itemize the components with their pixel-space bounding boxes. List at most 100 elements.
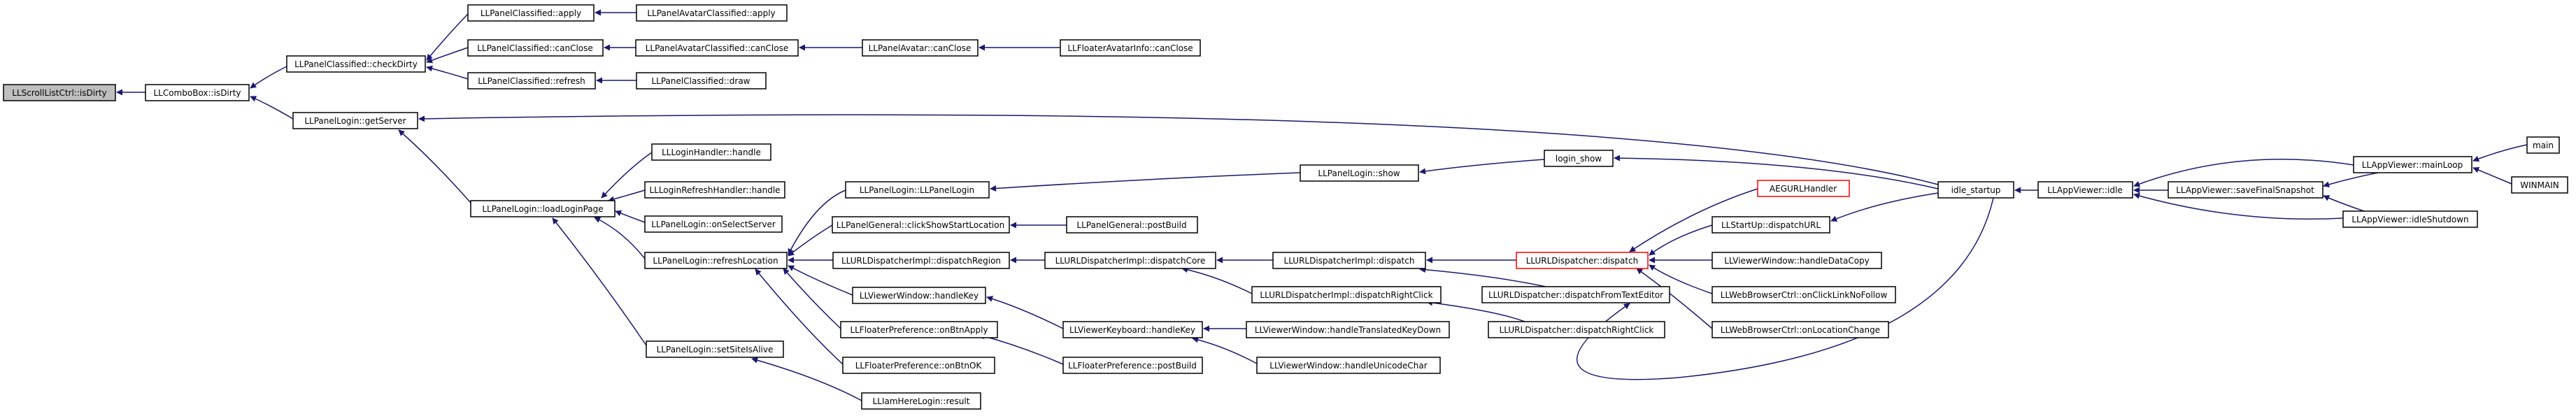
call-edge — [2323, 195, 2365, 212]
node-llappviewer-savefinalsnapshot[interactable]: LLAppViewer::saveFinalSnapshot — [2168, 181, 2324, 199]
node-llpanelgeneral-postbuild[interactable]: LLPanelGeneral::postBuild — [1066, 216, 1198, 234]
svg-text:login_show: login_show — [1556, 154, 1602, 164]
svg-text:LLPanelLogin::getServer: LLPanelLogin::getServer — [304, 116, 406, 126]
node-llurldispatcherimpl-dispatch[interactable]: LLURLDispatcherImpl::dispatch — [1272, 252, 1426, 269]
node-llappviewer-idle[interactable]: LLAppViewer::idle — [2037, 181, 2133, 199]
svg-text:LLPanelClassified::canClose: LLPanelClassified::canClose — [477, 43, 593, 53]
svg-text:LLLoginHandler::handle: LLLoginHandler::handle — [662, 148, 761, 157]
node-llpanellogin-getserver[interactable]: LLPanelLogin::getServer — [292, 112, 418, 129]
node-aegurlhandler[interactable]: AEGURLHandler — [1757, 180, 1850, 197]
node-llviewerkeyboard-handlekey[interactable]: LLViewerKeyboard::handleKey — [1062, 321, 1203, 338]
svg-text:LLViewerWindow::handleDataCopy: LLViewerWindow::handleDataCopy — [1724, 256, 1870, 266]
node-lliamherelogin-result[interactable]: LLIamHereLogin::result — [861, 392, 981, 410]
node-llappviewer-idleshutdown[interactable]: LLAppViewer::idleShutdown — [2342, 210, 2478, 228]
call-edge — [751, 357, 862, 401]
svg-text:LLPanelAvatarClassified::canCl: LLPanelAvatarClassified::canClose — [646, 43, 789, 53]
node-llfloaterpreference-onbtnok[interactable]: LLFloaterPreference::onBtnOK — [842, 357, 995, 374]
svg-text:LLFloaterAvatarInfo::canClose: LLFloaterAvatarInfo::canClose — [1067, 43, 1193, 53]
node-llwebbrowserctrl-onlocationchange[interactable]: LLWebBrowserCtrl::onLocationChange — [1712, 321, 1889, 338]
node-llurldispatcherimpl-dispatchrightclick[interactable]: LLURLDispatcherImpl::dispatchRightClick — [1251, 286, 1442, 303]
node-llpanelavatar-canclose[interactable]: LLPanelAvatar::canClose — [862, 39, 979, 57]
node-llwebbrowserctrl-onclicklinknofollow[interactable]: LLWebBrowserCtrl::onClickLinkNoFollow — [1712, 286, 1896, 303]
call-edge — [1419, 159, 1545, 175]
node-llpanellogin-setsiteisalive[interactable]: LLPanelLogin::setSiteIsAlive — [646, 340, 784, 358]
node-llcombobox-isdirty[interactable]: LLComboBox::isDirty — [145, 84, 250, 101]
svg-text:LLAppViewer::saveFinalSnapshot: LLAppViewer::saveFinalSnapshot — [2176, 185, 2314, 195]
node-llstartup-dispatchurl[interactable]: LLStartUp::dispatchURL — [1712, 216, 1830, 234]
svg-text:LLPanelClassified::checkDirty: LLPanelClassified::checkDirty — [294, 59, 418, 69]
svg-text:LLWebBrowserCtrl::onLocationCh: LLWebBrowserCtrl::onLocationChange — [1721, 325, 1880, 335]
svg-text:LLURLDispatcher::dispatch: LLURLDispatcher::dispatch — [1526, 256, 1639, 266]
call-edge — [788, 224, 833, 257]
node-llfloaterpreference-onbtnapply[interactable]: LLFloaterPreference::onBtnApply — [840, 321, 998, 338]
svg-text:LLPanelLogin::LLPanelLogin: LLPanelLogin::LLPanelLogin — [860, 185, 974, 195]
svg-text:LLPanelLogin::show: LLPanelLogin::show — [1318, 168, 1400, 178]
node-llurldispatcher-dispatch[interactable]: LLURLDispatcher::dispatch — [1516, 252, 1649, 269]
call-edge — [2133, 159, 2354, 187]
svg-text:LLFloaterPreference::onBtnOK: LLFloaterPreference::onBtnOK — [855, 361, 983, 371]
node-llpanelgeneral-clickshowstartlocation[interactable]: LLPanelGeneral::clickShowStartLocation — [832, 216, 1010, 234]
node-llfloateravatarinfo-canclose[interactable]: LLFloaterAvatarInfo::canClose — [1060, 39, 1201, 57]
call-edge — [601, 152, 653, 199]
svg-text:WINMAIN: WINMAIN — [2520, 180, 2559, 190]
node-llviewerwindow-handledatacopy[interactable]: LLViewerWindow::handleDataCopy — [1712, 252, 1882, 269]
node-llviewerwindow-handlekey[interactable]: LLViewerWindow::handleKey — [852, 287, 986, 304]
svg-text:LLURLDispatcherImpl::dispatchR: LLURLDispatcherImpl::dispatchRightClick — [1260, 290, 1432, 300]
node-llpanelavatarclassified-apply[interactable]: LLPanelAvatarClassified::apply — [636, 4, 788, 22]
node-llviewerwindow-handleunicodechar[interactable]: LLViewerWindow::handleUnicodeChar — [1256, 357, 1441, 374]
node-llpanelclassified-apply[interactable]: LLPanelClassified::apply — [467, 4, 595, 22]
call-edge — [418, 114, 1939, 185]
svg-text:LLURLDispatcherImpl::dispatchR: LLURLDispatcherImpl::dispatchRegion — [841, 256, 1001, 266]
svg-text:LLWebBrowserCtrl::onClickLinkN: LLWebBrowserCtrl::onClickLinkNoFollow — [1721, 290, 1888, 300]
svg-text:LLPanelClassified::apply: LLPanelClassified::apply — [481, 8, 581, 18]
call-edge — [986, 296, 1064, 329]
call-edge — [990, 172, 1301, 192]
node-llpanelclassified-refresh[interactable]: LLPanelClassified::refresh — [467, 72, 596, 89]
call-edge — [426, 65, 469, 80]
edges-layer — [116, 9, 2528, 401]
node-llpanelclassified-canclose[interactable]: LLPanelClassified::canClose — [467, 39, 604, 57]
node-login-show[interactable]: login_show — [1544, 150, 1614, 167]
node-llpanellogin-onselectserver[interactable]: LLPanelLogin::onSelectServer — [644, 215, 783, 233]
call-edge — [615, 210, 646, 223]
node-llpanellogin-refreshlocation[interactable]: LLPanelLogin::refreshLocation — [644, 252, 788, 269]
call-edge — [1636, 268, 1713, 329]
node-llpanelclassified-draw[interactable]: LLPanelClassified::draw — [636, 72, 767, 89]
svg-text:LLAppViewer::idleShutdown: LLAppViewer::idleShutdown — [2351, 215, 2468, 224]
node-llpanellogin-llpanellogin[interactable]: LLPanelLogin::LLPanelLogin — [845, 181, 990, 199]
node-idle-startup[interactable]: idle_startup — [1937, 181, 2014, 199]
call-edge — [755, 268, 844, 365]
node-main[interactable]: main — [2526, 136, 2560, 154]
node-llfloaterpreference-postbuild[interactable]: LLFloaterPreference::postBuild — [1062, 357, 1203, 374]
svg-text:LLPanelLogin::refreshLocation: LLPanelLogin::refreshLocation — [653, 256, 778, 266]
svg-text:LLPanelLogin::setSiteIsAlive: LLPanelLogin::setSiteIsAlive — [657, 345, 774, 354]
node-llpanellogin-loadloginpage[interactable]: LLPanelLogin::loadLoginPage — [470, 200, 615, 217]
node-llscrolllistctrl-isdirty[interactable]: LLScrollListCtrl::isDirty — [3, 84, 116, 101]
node-llappviewer-mainloop[interactable]: LLAppViewer::mainLoop — [2353, 156, 2472, 173]
node-llpanelclassified-checkdirty[interactable]: LLPanelClassified::checkDirty — [286, 55, 426, 73]
node-llurldispatcherimpl-dispatchcore[interactable]: LLURLDispatcherImpl::dispatchCore — [1044, 252, 1216, 269]
node-llurldispatcherimpl-dispatchregion[interactable]: LLURLDispatcherImpl::dispatchRegion — [832, 252, 1010, 269]
call-edge — [1614, 155, 1939, 189]
node-winmain[interactable]: WINMAIN — [2511, 176, 2568, 194]
node-llpanellogin-show[interactable]: LLPanelLogin::show — [1300, 164, 1419, 182]
call-edge — [788, 265, 853, 296]
svg-text:LLViewerWindow::handleTranslat: LLViewerWindow::handleTranslatedKeyDown — [1255, 325, 1441, 335]
node-llpanelavatarclassified-canclose[interactable]: LLPanelAvatarClassified::canClose — [635, 39, 799, 57]
svg-text:LLPanelLogin::onSelectServer: LLPanelLogin::onSelectServer — [651, 220, 776, 229]
svg-text:AEGURLHandler: AEGURLHandler — [1770, 184, 1837, 194]
node-llurldispatcher-dispatchrightclick[interactable]: LLURLDispatcher::dispatchRightClick — [1488, 321, 1665, 338]
node-llurldispatcher-dispatchfromtexteditor[interactable]: LLURLDispatcher::dispatchFromTextEditor — [1481, 286, 1670, 303]
node-llviewerwindow-handletranslatedkeydown[interactable]: LLViewerWindow::handleTranslatedKeyDown — [1246, 321, 1450, 338]
svg-text:LLPanelAvatar::canClose: LLPanelAvatar::canClose — [869, 43, 972, 53]
call-edge — [398, 129, 471, 203]
node-llloginhandler-handle[interactable]: LLLoginHandler::handle — [651, 143, 771, 161]
svg-text:LLViewerWindow::handleKey: LLViewerWindow::handleKey — [860, 291, 979, 301]
svg-text:LLPanelGeneral::postBuild: LLPanelGeneral::postBuild — [1076, 220, 1186, 230]
svg-text:LLViewerWindow::handleUnicodeC: LLViewerWindow::handleUnicodeChar — [1269, 361, 1427, 371]
call-edge — [608, 189, 646, 203]
node-llloginrefreshhandler-handle[interactable]: LLLoginRefreshHandler::handle — [644, 181, 785, 199]
call-edge — [1419, 266, 1546, 287]
call-edge — [1181, 266, 1253, 294]
call-edge — [783, 268, 841, 329]
